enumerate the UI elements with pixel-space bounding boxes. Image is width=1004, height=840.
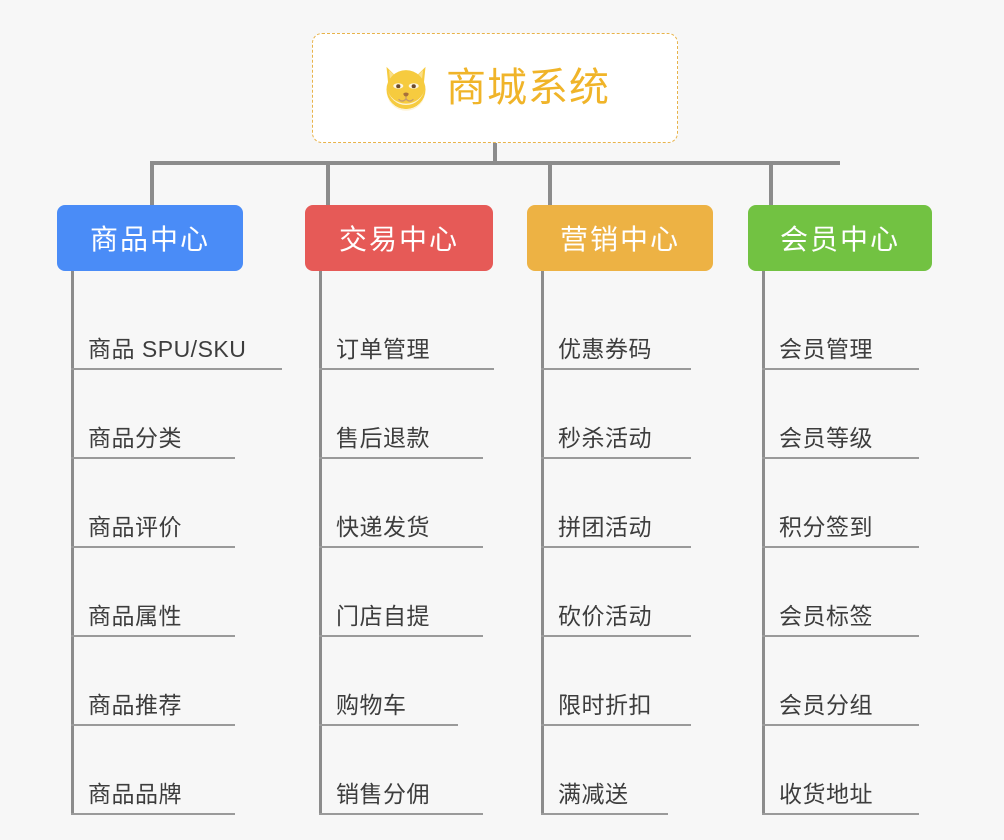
leaf-label: 会员标签 [779,603,873,629]
leaf-node[interactable]: 拼团活动 [527,459,713,548]
leaf-label: 商品推荐 [88,692,182,718]
leaf-list: 会员管理会员等级积分签到会员标签会员分组收货地址 [748,271,932,815]
branch-column: 营销中心优惠券码秒杀活动拼团活动砍价活动限时折扣满减送 [527,205,713,815]
leaf-node[interactable]: 商品品牌 [57,726,243,815]
leaf-underline [319,813,483,815]
leaf-label: 优惠券码 [558,336,652,362]
branch-spine [541,271,544,815]
leaf-underline [541,635,691,637]
connector-drop-2 [326,161,330,205]
leaf-node[interactable]: 门店自提 [305,548,493,637]
leaf-node[interactable]: 商品评价 [57,459,243,548]
leaf-label: 销售分佣 [336,781,430,807]
connector-drop-1 [150,161,154,205]
leaf-label: 积分签到 [779,514,873,540]
leaf-underline [541,368,691,370]
root-title: 商城系统 [446,66,610,110]
branch-column: 会员中心会员管理会员等级积分签到会员标签会员分组收货地址 [748,205,932,815]
connector-horizontal-bus [150,161,840,165]
leaf-label: 满减送 [558,781,629,807]
branch-spine [71,271,74,815]
leaf-node[interactable]: 收货地址 [748,726,932,815]
leaf-label: 售后退款 [336,425,430,451]
leaf-underline [319,457,483,459]
leaf-node[interactable]: 优惠券码 [527,281,713,370]
leaf-label: 会员等级 [779,425,873,451]
leaf-underline [541,457,691,459]
leaf-underline [762,546,919,548]
leaf-underline [762,813,919,815]
leaf-label: 砍价活动 [558,603,652,629]
branch-column: 商品中心商品 SPU/SKU 商品分类商品评价商品属性商品推荐商品品牌 [57,205,282,815]
connector-root-stem [493,143,497,163]
leaf-underline [762,635,919,637]
leaf-underline [762,368,919,370]
leaf-node[interactable]: 商品 SPU/SKU [57,281,282,370]
leaf-label: 拼团活动 [558,514,652,540]
leaf-node[interactable]: 积分签到 [748,459,932,548]
category-node[interactable]: 商品中心 [57,205,243,271]
leaf-underline [71,724,235,726]
connector-drop-4 [769,161,773,205]
branch-column: 交易中心订单管理售后退款快递发货门店自提购物车销售分佣 [305,205,494,815]
leaf-node[interactable]: 会员分组 [748,637,932,726]
leaf-node[interactable]: 快递发货 [305,459,493,548]
leaf-label: 快递发货 [336,514,430,540]
leaf-list: 订单管理售后退款快递发货门店自提购物车销售分佣 [305,271,494,815]
leaf-underline [71,635,235,637]
leaf-node[interactable]: 会员管理 [748,281,932,370]
leaf-underline [319,635,483,637]
leaf-list: 商品 SPU/SKU 商品分类商品评价商品属性商品推荐商品品牌 [57,271,282,815]
leaf-node[interactable]: 会员等级 [748,370,932,459]
shiba-dog-face-icon [386,66,426,111]
leaf-node[interactable]: 商品分类 [57,370,243,459]
leaf-label: 商品属性 [88,603,182,629]
leaf-underline [541,813,668,815]
leaf-label: 会员管理 [779,336,873,362]
leaf-node[interactable]: 限时折扣 [527,637,713,726]
leaf-label: 商品 SPU/SKU [88,336,247,362]
leaf-label: 商品品牌 [88,781,182,807]
leaf-underline [71,546,235,548]
leaf-underline [71,457,235,459]
leaf-label: 秒杀活动 [558,425,652,451]
leaf-list: 优惠券码秒杀活动拼团活动砍价活动限时折扣满减送 [527,271,713,815]
leaf-underline [541,546,691,548]
leaf-underline [319,724,458,726]
leaf-label: 商品分类 [88,425,182,451]
leaf-node[interactable]: 商品属性 [57,548,243,637]
branch-spine [762,271,765,815]
leaf-label: 订单管理 [336,336,430,362]
leaf-node[interactable]: 秒杀活动 [527,370,713,459]
leaf-label: 会员分组 [779,692,873,718]
leaf-underline [319,368,494,370]
connector-drop-3 [548,161,552,205]
leaf-underline [319,546,483,548]
leaf-label: 购物车 [336,692,407,718]
leaf-node[interactable]: 会员标签 [748,548,932,637]
leaf-underline [762,724,919,726]
leaf-node[interactable]: 订单管理 [305,281,494,370]
leaf-label: 限时折扣 [558,692,652,718]
leaf-underline [762,457,919,459]
leaf-node[interactable]: 砍价活动 [527,548,713,637]
category-node[interactable]: 会员中心 [748,205,932,271]
branch-spine [319,271,322,815]
leaf-node[interactable]: 售后退款 [305,370,493,459]
leaf-label: 收货地址 [779,781,873,807]
leaf-underline [541,724,691,726]
category-node[interactable]: 营销中心 [527,205,713,271]
leaf-underline [71,813,235,815]
leaf-label: 商品评价 [88,514,182,540]
leaf-node[interactable]: 销售分佣 [305,726,493,815]
leaf-node[interactable]: 购物车 [305,637,493,726]
leaf-label: 门店自提 [336,603,430,629]
category-node[interactable]: 交易中心 [305,205,493,271]
leaf-node[interactable]: 满减送 [527,726,713,815]
root-node[interactable]: 商城系统 [312,33,678,143]
leaf-underline [71,368,282,370]
leaf-node[interactable]: 商品推荐 [57,637,243,726]
